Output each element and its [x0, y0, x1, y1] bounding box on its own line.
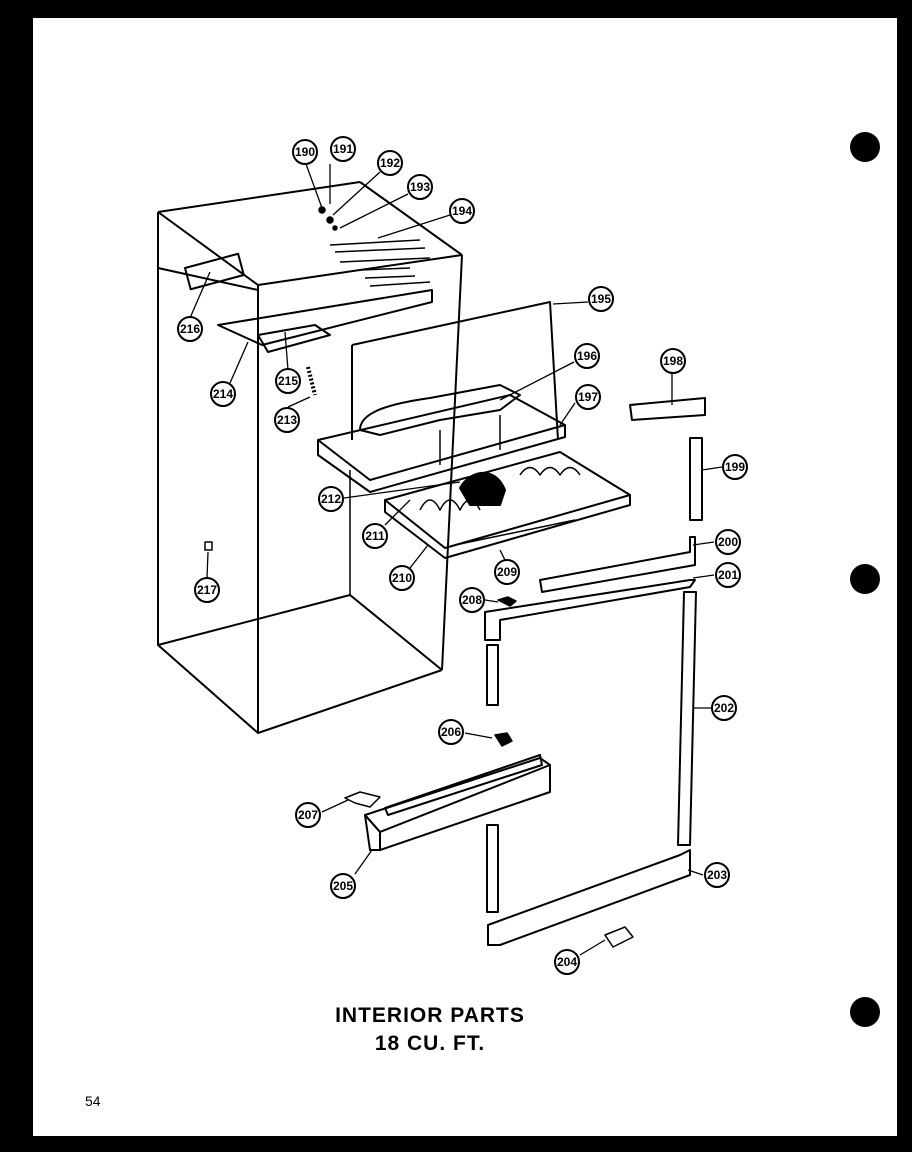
svg-text:205: 205 — [333, 879, 353, 893]
svg-text:202: 202 — [714, 701, 734, 715]
svg-text:216: 216 — [180, 322, 200, 336]
evaporator-fins — [329, 239, 431, 287]
callout-196: 196 — [574, 343, 600, 369]
svg-text:215: 215 — [278, 374, 298, 388]
door-gasket-top-strip — [629, 397, 706, 421]
callout-199: 199 — [722, 454, 748, 480]
svg-text:193: 193 — [410, 180, 430, 194]
punch-hole-middle — [850, 564, 880, 594]
svg-text:200: 200 — [718, 535, 738, 549]
svg-text:197: 197 — [578, 390, 598, 404]
callout-201: 201 — [715, 562, 741, 588]
callout-193: 193 — [407, 174, 433, 200]
svg-text:210: 210 — [392, 571, 412, 585]
callout-192: 192 — [377, 150, 403, 176]
svg-text:194: 194 — [452, 204, 472, 218]
svg-text:196: 196 — [577, 349, 597, 363]
callout-214: 214 — [210, 381, 236, 407]
callout-212: 212 — [318, 486, 344, 512]
svg-text:217: 217 — [197, 583, 217, 597]
svg-text:206: 206 — [441, 725, 461, 739]
callout-204: 204 — [554, 949, 580, 975]
callout-208: 208 — [459, 587, 485, 613]
svg-text:203: 203 — [707, 868, 727, 882]
page-number: 54 — [85, 1093, 101, 1109]
svg-text:198: 198 — [663, 354, 683, 368]
svg-text:212: 212 — [321, 492, 341, 506]
svg-text:213: 213 — [277, 413, 297, 427]
small-parts — [204, 206, 634, 948]
callout-197: 197 — [575, 384, 601, 410]
diagram-title-line1: INTERIOR PARTS — [335, 1004, 525, 1027]
callout-216: 216 — [177, 316, 203, 342]
svg-text:192: 192 — [380, 156, 400, 170]
leader-lines — [189, 163, 723, 956]
door-breaker-strips — [484, 536, 696, 641]
callout-200: 200 — [715, 529, 741, 555]
callout-215: 215 — [275, 368, 301, 394]
callout-190: 190 — [292, 139, 318, 165]
callout-202: 202 — [711, 695, 737, 721]
door-gasket-side-strip — [689, 437, 703, 521]
svg-text:214: 214 — [213, 387, 233, 401]
callout-203: 203 — [704, 862, 730, 888]
callout-217: 217 — [194, 577, 220, 603]
svg-text:201: 201 — [718, 568, 738, 582]
drip-tray — [384, 451, 631, 559]
punch-hole-bottom — [850, 997, 880, 1027]
door-shelf-bar — [364, 754, 551, 851]
callout-207: 207 — [295, 802, 321, 828]
punch-hole-top — [850, 132, 880, 162]
callout-211: 211 — [362, 523, 388, 549]
diagram-title: INTERIOR PARTS 18 CU. FT. — [300, 1002, 560, 1058]
callout-195: 195 — [588, 286, 614, 312]
diagram-title-line2: 18 CU. FT. — [374, 1032, 486, 1055]
svg-text:208: 208 — [462, 593, 482, 607]
callout-194: 194 — [449, 198, 475, 224]
svg-text:207: 207 — [298, 808, 318, 822]
callout-206: 206 — [438, 719, 464, 745]
svg-text:195: 195 — [591, 292, 611, 306]
svg-text:191: 191 — [333, 142, 353, 156]
callout-198: 198 — [660, 348, 686, 374]
svg-text:204: 204 — [557, 955, 577, 969]
callout-213: 213 — [274, 407, 300, 433]
cabinet-liner — [157, 181, 463, 734]
callout-205: 205 — [330, 873, 356, 899]
part-callouts: 190 191 192 193 194 195 196 197 198 199 … — [177, 136, 748, 975]
svg-text:199: 199 — [725, 460, 745, 474]
callout-210: 210 — [389, 565, 415, 591]
evaporator-tray — [317, 384, 566, 493]
svg-text:190: 190 — [295, 145, 315, 159]
svg-text:209: 209 — [497, 565, 517, 579]
svg-text:211: 211 — [365, 529, 385, 543]
door-liner — [486, 591, 697, 946]
callout-191: 191 — [330, 136, 356, 162]
back-panel — [351, 301, 559, 441]
callout-209: 209 — [494, 559, 520, 585]
shelf-rail — [183, 252, 433, 396]
